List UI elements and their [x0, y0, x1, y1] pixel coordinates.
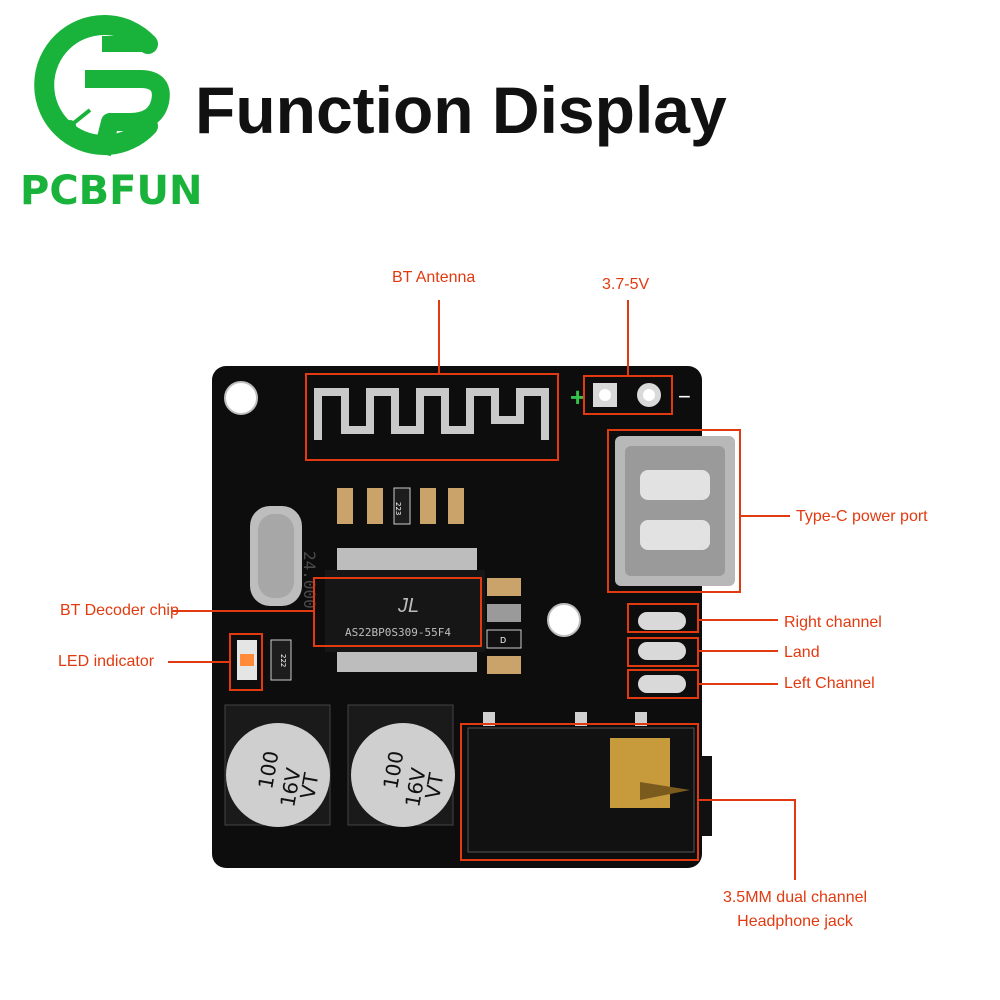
label-right-channel: Right channel	[784, 614, 882, 631]
annotation-lines	[168, 300, 796, 880]
small-components	[486, 578, 522, 674]
cap-left-series: VT	[295, 770, 323, 800]
chip-part-number: AS22BP0S309-55F4	[345, 626, 451, 639]
cap-right-series: VT	[420, 770, 448, 800]
label-bt-antenna: BT Antenna	[392, 269, 476, 286]
annotation-boxes	[229, 373, 741, 861]
pad-right-channel	[638, 612, 686, 630]
label-bt-decoder: BT Decoder chip	[60, 602, 179, 619]
bt-decoder-chip	[325, 548, 485, 672]
page-title: Function Display	[195, 73, 727, 147]
pad-land	[638, 642, 686, 660]
minus-mark: −	[678, 384, 691, 409]
label-land: Land	[784, 644, 820, 661]
bt-antenna-trace	[314, 388, 549, 440]
headphone-jack	[467, 712, 712, 853]
led-resistor	[270, 639, 292, 681]
mounting-hole	[547, 603, 581, 637]
mounting-hole	[224, 381, 258, 415]
pad-left-channel	[638, 675, 686, 693]
led-resistor-mark: 222	[279, 654, 287, 667]
small-mark: D	[500, 636, 506, 645]
type-c-port	[615, 436, 735, 586]
capacitor-left	[224, 704, 331, 827]
brand-name: PCBFUN	[20, 168, 203, 214]
label-jack-line2: Headphone jack	[737, 913, 853, 930]
capacitor-right	[347, 704, 455, 827]
label-jack-line1: 3.5MM dual channel	[722, 889, 868, 906]
crystal-mark: 24.000	[300, 551, 319, 609]
label-led: LED indicator	[58, 653, 155, 670]
resistor-mark: 223	[394, 502, 402, 515]
chip-brand: JL	[397, 595, 419, 617]
label-left-channel: Left Channel	[784, 675, 875, 692]
pcbfun-logo-icon	[34, 15, 170, 157]
smd-components	[337, 487, 464, 525]
plus-mark: +	[570, 382, 585, 412]
label-type-c: Type-C power port	[796, 508, 928, 525]
label-voltage: 3.7-5V	[602, 276, 650, 293]
